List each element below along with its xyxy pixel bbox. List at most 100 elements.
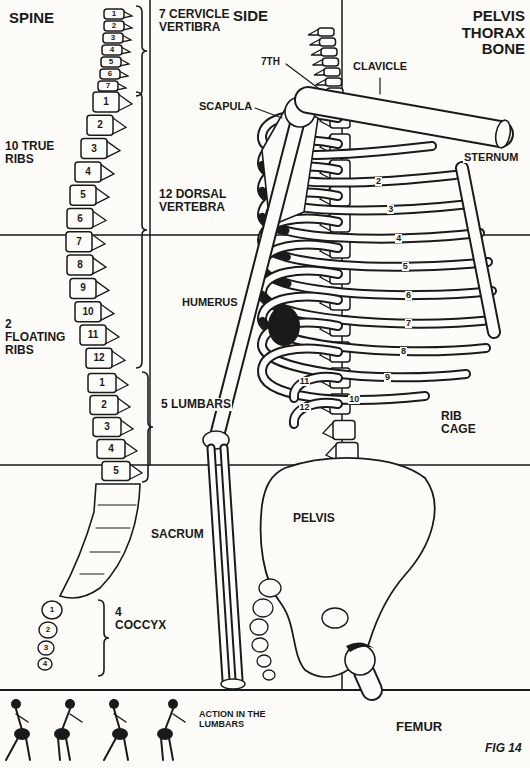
dorsal-vertebra: [70, 185, 96, 205]
vertebra-number: 10: [81, 307, 94, 317]
cervical-vertebra: [104, 21, 124, 31]
rib-number: 4: [395, 234, 402, 243]
bone-label: SCAPULA: [198, 100, 253, 112]
wrist-bone: [221, 679, 245, 689]
dorsal-vertebra: [66, 232, 92, 252]
rib-shading: [268, 306, 300, 346]
vertebra-number: 4: [84, 167, 92, 177]
rib-number: 3: [387, 205, 394, 214]
lumbar-vertebra: [129, 464, 142, 480]
rib-number: 7: [405, 319, 412, 328]
rib-number: 12: [299, 403, 311, 412]
lumbar-vertebra: [90, 396, 118, 415]
vertebra-number: 5: [112, 466, 120, 476]
rib-number: 11: [299, 377, 311, 386]
vertebra-number: 5: [79, 190, 87, 200]
dorsal-vertebra: [93, 92, 119, 112]
lumbar-vertebra: [333, 421, 355, 440]
sacrum-segment: [90, 552, 120, 553]
dorsal-vertebra: [100, 164, 114, 181]
rib-number: 2: [375, 177, 382, 186]
rib: [262, 349, 425, 400]
vertebra-number: 1: [102, 97, 110, 107]
figure-head: [168, 699, 178, 709]
bone-label: FEMUR: [395, 720, 443, 734]
vertebra-number: 7: [75, 237, 83, 247]
bracket: [98, 600, 109, 676]
figure-leg: [161, 738, 163, 760]
figure-leg: [169, 738, 173, 760]
vertebra-number: 4: [107, 444, 115, 454]
rib-number: 10: [348, 395, 360, 404]
sacrum-segment: [96, 528, 130, 529]
floating-rib: [294, 377, 338, 398]
forearm-bone: [224, 448, 239, 680]
pelvis-bone: [261, 458, 435, 677]
vertebra-number: 2: [45, 626, 51, 634]
dorsal-vertebra: [92, 211, 106, 228]
group-label: 12 DORSAL VERTEBRA: [158, 188, 240, 214]
clavicle-bone: [308, 100, 500, 134]
bracket: [136, 6, 147, 96]
lumbar-vertebra: [117, 398, 130, 414]
vertebra-number: 6: [107, 70, 113, 78]
grid-line: [0, 464, 530, 466]
dorsal-vertebra: [80, 325, 106, 345]
figure-head: [109, 699, 119, 709]
cervical-vertebra: [326, 78, 342, 86]
coccyx-segment: [259, 579, 281, 597]
joint-shading: [346, 642, 374, 652]
bone-label: SACRUM: [150, 528, 205, 541]
lumbar-vertebra: [120, 420, 133, 436]
humerus-bone: [218, 120, 298, 432]
figure-torso: [165, 709, 173, 730]
pelvis-foramen: [322, 608, 348, 628]
figure-arm: [70, 714, 82, 722]
figure-leg: [6, 738, 18, 760]
leader-line: [286, 64, 318, 88]
figure-leg: [104, 738, 116, 760]
vertebra-number: 3: [103, 422, 111, 432]
dorsal-vertebra: [100, 304, 114, 321]
figure-pelvis: [112, 728, 128, 740]
vertebra-number: 3: [43, 644, 49, 652]
bone-label: HUMERUS: [181, 296, 239, 308]
group-label: 5 LUMBARS: [160, 398, 232, 411]
coccyx-segment: [38, 658, 52, 670]
figure-leg: [26, 738, 30, 760]
figure-pelvis: [14, 728, 30, 740]
vertebra-number: 9: [79, 283, 87, 293]
bone-label: CLAVICLE: [352, 60, 408, 72]
figure-arm: [16, 714, 28, 722]
cervical-vertebra: [101, 57, 121, 67]
bracket: [136, 92, 147, 368]
lumbar-vertebra: [102, 462, 130, 481]
cervical-vertebra: [320, 38, 336, 46]
dorsal-vertebra: [105, 327, 119, 344]
coccyx-segment: [263, 670, 275, 680]
cervical-vertebra: [324, 68, 340, 76]
cervical-vertebra: [318, 28, 334, 36]
grid-line: [149, 0, 151, 465]
figure-leg: [58, 738, 60, 760]
dorsal-vertebra: [70, 278, 96, 298]
vertebra-number: 11: [87, 330, 100, 340]
lumbar-vertebra: [97, 440, 125, 459]
vertebra-number: 5: [108, 58, 114, 66]
vertebra-number: 2: [100, 400, 108, 410]
vertebra-number: 6: [76, 214, 84, 224]
sternum-bone: [462, 168, 494, 332]
cervical-vertebra: [102, 45, 122, 55]
rib: [262, 297, 486, 352]
lumbar-vertebra: [93, 418, 121, 437]
cervical-vertebra: [100, 69, 120, 79]
figure-head: [11, 699, 21, 709]
cervical-vertebra: [104, 9, 124, 19]
figure-arm: [114, 714, 126, 722]
sacrum-segment: [98, 505, 136, 506]
dorsal-vertebra: [91, 234, 105, 251]
vertebra-number: 2: [96, 120, 104, 130]
note-label: ACTION IN THE LUMBARS: [198, 710, 272, 730]
floating-rib: [294, 377, 338, 398]
